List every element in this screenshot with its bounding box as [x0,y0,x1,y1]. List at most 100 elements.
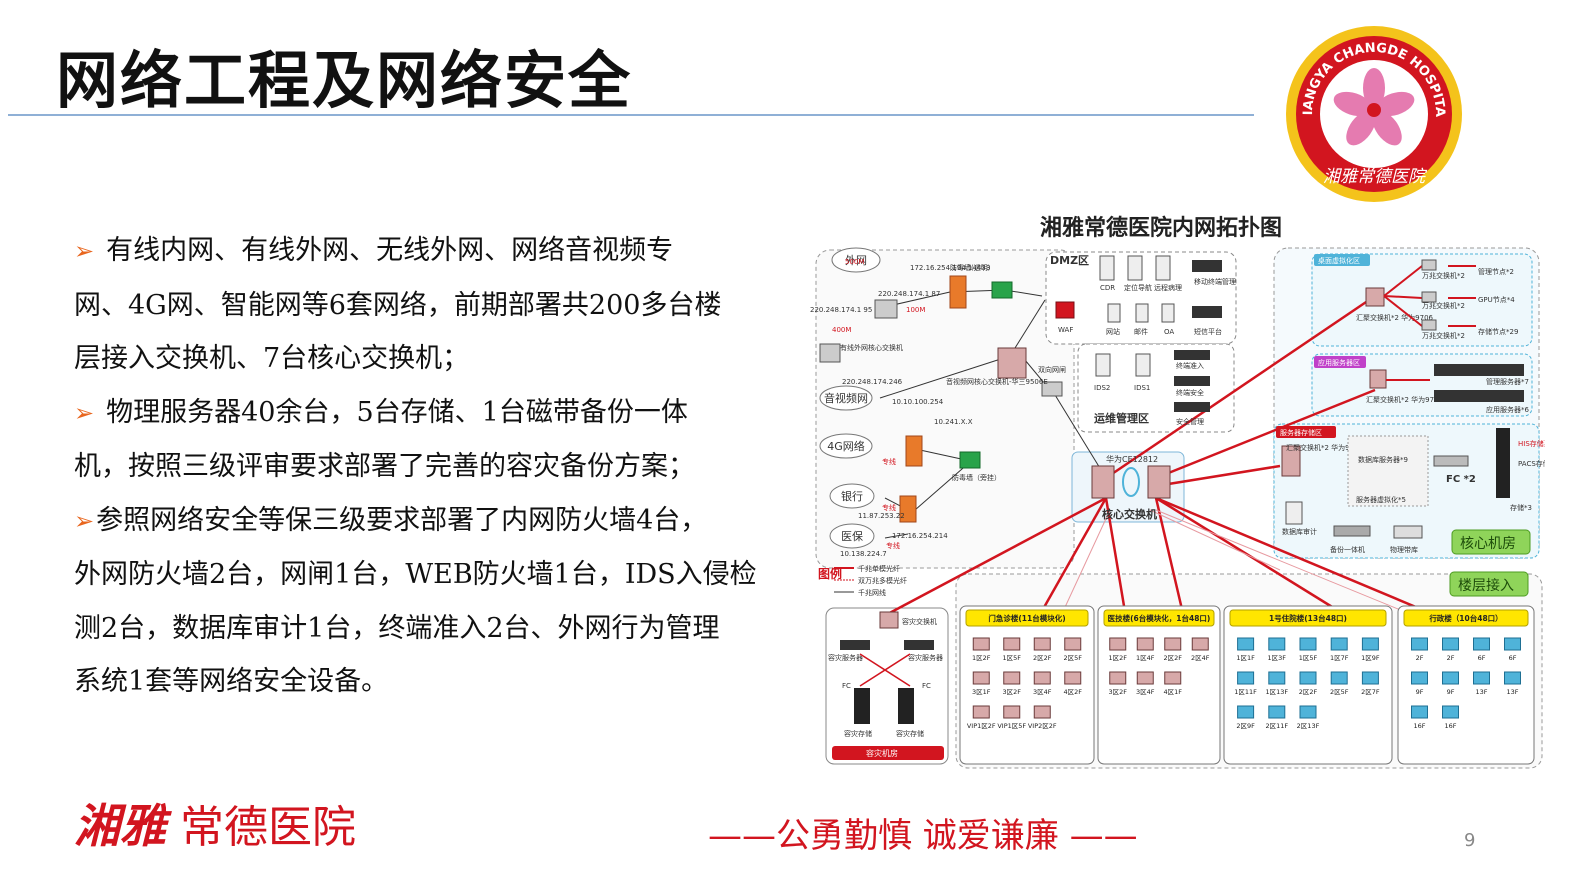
svg-text:IDS2: IDS2 [1094,384,1110,392]
floor-label: 1区2F [972,654,991,662]
server-icon [1155,255,1171,281]
secondary-links [1059,509,1421,619]
building-tag [965,609,1089,627]
floor-label: 1区7F [1330,654,1349,662]
svg-text:物理带库: 物理带库 [1390,545,1418,554]
floor-label: 2F [1447,654,1455,662]
bullet-1: ➢有线内网、有线外网、无线外网、网络音视频专 网、4G网、智能网等6套网络，前期… [74,235,722,374]
floor-label: 1区11F [1234,688,1257,696]
bullet-3: ➢参照网络安全等保三级要求部署了内网防火墙4台， 外网防火墙2台，网闸1台，WE… [74,504,757,698]
building-box [1097,605,1221,765]
floor-switch-icon [1411,705,1428,719]
floor-switch-icon [1268,705,1286,719]
floor-switch-icon [1299,705,1317,719]
ids-icon [1095,353,1111,377]
floor-switch-icon [1033,637,1051,651]
svg-text:HIS存储系统: HIS存储系统 [1518,439,1545,448]
flower-icon [1333,68,1415,146]
floor-switch-icon [1064,671,1082,685]
bullet-2: ➢物理服务器40余台，5台存储、1台磁带备份一体 机，按照三级评审要求部署了完善… [74,396,695,483]
legend: 图例 千兆单模光纤 双万兆多模光纤 千兆网线 [818,564,907,597]
external-network-zone [815,249,1075,569]
svg-text:汇聚交换机*2 华为9706: 汇聚交换机*2 华为9706 [1356,313,1434,322]
svg-text:500M: 500M [845,258,864,266]
svg-text:服务器存储区: 服务器存储区 [1280,428,1322,437]
floor-label: 2F [1416,654,1424,662]
floor-switch-icon [1299,637,1317,651]
building-box [1397,605,1535,765]
svg-text:千兆网线: 千兆网线 [858,588,886,597]
aggregation-switch-icon [1369,369,1387,389]
zone-tag [1314,254,1370,266]
svg-text:双万兆多模光纤: 双万兆多模光纤 [858,576,907,585]
floor-switch-icon [1237,637,1255,651]
floor-label: 3区1F [972,688,991,696]
disaster-room-tag [832,746,944,760]
svg-text:管理节点*2: 管理节点*2 [1478,267,1514,276]
antivirus-wall-icon [991,281,1013,299]
svg-text:220.248.174.1 87: 220.248.174.1 87 [878,290,940,298]
building-tag [1403,609,1529,627]
core-switch-icon [1147,465,1171,499]
floor-label: 2区9F [1236,722,1255,730]
svg-text:移动终端管理: 移动终端管理 [1194,277,1236,286]
floor-switch-icon [1330,637,1348,651]
app-content: 应用服务器区 汇聚交换机*2 华为9706 管理服务器*7 应用服务器*6 [1314,356,1529,414]
floor-label: 2区13F [1297,722,1320,730]
floor-label: 1区5F [1299,654,1318,662]
floor-label: 2区2F [1163,654,1182,662]
arrow-bullet-icon: ➢ [74,506,95,535]
floor-switch-icon [1109,637,1127,651]
svg-text:10.10.100.254: 10.10.100.254 [892,398,944,406]
storage-icon [854,688,870,724]
waf-icon [1055,301,1075,319]
svg-text:管理服务器*7: 管理服务器*7 [1486,377,1529,386]
floor-label: 9F [1416,688,1424,696]
floor-access-tag [1449,571,1529,597]
svg-text:有线外网核心交换机: 有线外网核心交换机 [840,343,903,352]
building-name: 1号住院楼(13台48口) [1269,613,1347,623]
svg-text:400M: 400M [832,326,851,334]
server-rack-icon [1174,350,1210,360]
ops-content: IDS2 IDS1 终端准入 终端安全 安全管理 运维管理区 [1094,350,1210,426]
floor-switch-icon [972,671,990,685]
svg-text:华为CE12812: 华为CE12812 [1106,454,1158,464]
floor-switch-icon [1064,637,1082,651]
building-tag [1103,609,1215,627]
floor-switch-icon [1033,671,1051,685]
floor-label: 1区2F [1108,654,1127,662]
svg-text:定位导航: 定位导航 [1124,283,1152,292]
svg-text:220.248.174.1 95: 220.248.174.1 95 [810,306,872,314]
building-box [959,605,1095,765]
core-switch-icon [1091,465,1115,499]
page-number: 9 [1464,830,1476,851]
svg-text:100M: 100M [906,306,925,314]
cloud-icon [829,523,875,549]
floor-switch-icon [1330,671,1348,685]
floor-label: 1区9F [1361,654,1380,662]
floor-switch-icon [1442,671,1459,685]
floor-label: 2区2F [1299,688,1318,696]
floor-switch-icon [1191,637,1209,651]
floor-label: 1区3F [1268,654,1287,662]
disaster-content: 容灾交换机 容灾服务器 容灾服务器 FC FC 容灾存储 容灾存储 容灾机房 [828,611,944,760]
svg-text:IDS1: IDS1 [1134,384,1150,392]
logo-seal-text: 湘雅常德医院 [1323,167,1428,187]
server-icon [1161,303,1175,323]
arrow-bullet-icon: ➢ [74,398,95,427]
svg-text:PACS存储系统: PACS存储系统 [1518,459,1545,468]
server-icon [1107,303,1121,323]
floor-label: 4区2F [1063,688,1082,696]
svg-text:容灾服务器: 容灾服务器 [908,653,943,662]
switch-icon [1421,319,1437,331]
floor-switch-icon [1003,705,1021,719]
cloud-icon [819,385,873,411]
network-clouds: 外网 音视频网 4G网络 银行 医保 [819,247,881,549]
floor-switch-icon [1361,671,1379,685]
svg-text:220.248.174.246: 220.248.174.246 [842,378,903,386]
aggregation-switch-icon [1365,287,1385,307]
svg-text:容灾机房: 容灾机房 [866,748,898,758]
svg-text:医保: 医保 [841,529,863,543]
svg-text:4G网络: 4G网络 [827,439,865,453]
building-name: 行政楼（10台48口） [1428,613,1502,623]
